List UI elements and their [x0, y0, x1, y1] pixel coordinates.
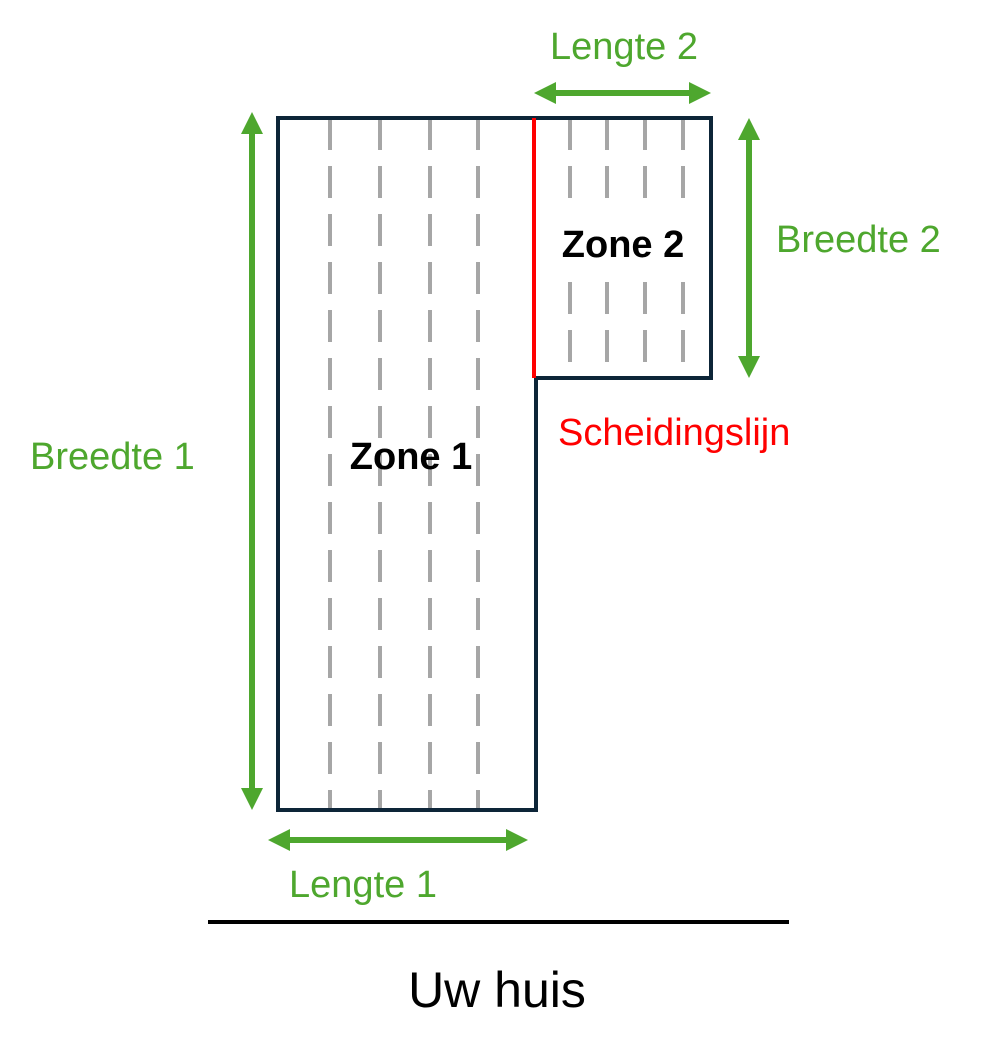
breedte-1-label: Breedte 1 [30, 436, 195, 478]
lengte-1-label: Lengte 1 [289, 864, 437, 906]
lengte-2-label: Lengte 2 [550, 26, 698, 68]
lengte-1-arrow [268, 829, 528, 851]
breedte-2-label: Breedte 2 [776, 219, 941, 261]
breedte-2-arrow [738, 118, 760, 378]
lengte-2-arrow [534, 82, 711, 104]
dividing-line-label: Scheidingslijn [558, 412, 790, 454]
garden-outline [276, 116, 713, 812]
measure-arrows [241, 82, 760, 851]
breedte-1-arrow [241, 112, 263, 810]
zone-2-label: Zone 2 [562, 224, 684, 266]
zone-2-stripes [568, 118, 685, 376]
house-label: Uw huis [408, 962, 586, 1018]
zone-1-stripes [328, 118, 480, 808]
zone-1-label: Zone 1 [350, 436, 472, 478]
